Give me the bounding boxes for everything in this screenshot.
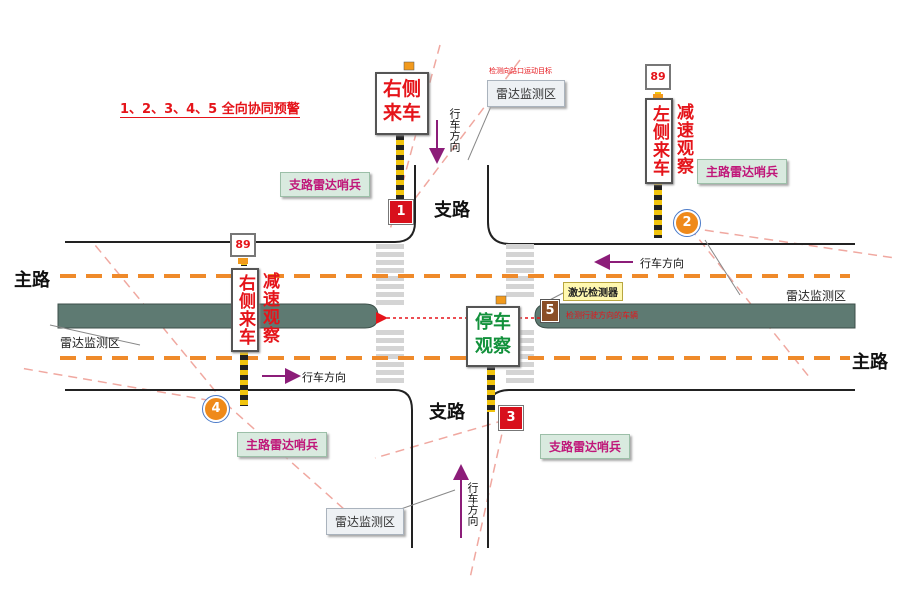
direction-label-bottom: 行车方向	[466, 482, 479, 526]
main-road-label-left: 主路	[14, 270, 50, 291]
radar-zone-right: 雷达监测区	[786, 289, 847, 303]
sign-left-a-text: 右侧来车	[235, 274, 255, 346]
direction-label-left: 行车方向	[302, 371, 346, 384]
sign-top-branch-text: 右侧来车	[382, 78, 421, 124]
sign-bottom-branch: 停车观察	[466, 306, 520, 367]
beacon-left	[238, 258, 248, 264]
branch-road-label-bottom: 支路	[429, 402, 465, 423]
sign-left-a: 右侧来车	[231, 268, 259, 352]
sentinel-label-1: 支路雷达哨兵	[280, 172, 371, 197]
radar-zone-top: 雷达监测区	[487, 80, 566, 107]
sign-right-b-text: 减速观察	[673, 103, 693, 175]
travel-arrows	[262, 120, 633, 538]
sign-right-b: 减速观察	[672, 98, 694, 180]
sentinel-label-2: 主路雷达哨兵	[697, 159, 788, 184]
branch-road-label-top: 支路	[434, 200, 470, 221]
main-road-label-right: 主路	[852, 352, 888, 373]
pole-right	[654, 180, 662, 238]
lane-dashes	[60, 274, 850, 360]
marker-1: 1	[388, 199, 414, 225]
beacon-top	[403, 61, 415, 71]
pole-left	[240, 350, 248, 406]
sentinel-label-4: 主路雷达哨兵	[237, 432, 328, 457]
beacon-right	[653, 94, 663, 100]
marker-4: 4	[202, 395, 230, 423]
laser-detector-label: 激光检测器	[563, 282, 623, 301]
pole-top	[396, 130, 404, 200]
speed-value-right: 89	[650, 70, 666, 83]
speed-sign-right: 89	[645, 64, 671, 90]
sign-left-b: 减速观察	[258, 268, 280, 348]
marker-5: 5	[540, 299, 560, 323]
crosswalks	[376, 244, 534, 383]
radar-zone-top-note: 检测向路口运动目标	[489, 67, 552, 75]
sign-left-b-text: 减速观察	[259, 272, 279, 344]
page-title: 1、2、3、4、5 全向协同预警	[120, 98, 300, 118]
speed-sign-left: 89	[230, 233, 256, 257]
sign-bottom-branch-text: 停车观察	[475, 312, 511, 357]
radar-zone-left: 雷达监测区	[60, 336, 121, 350]
direction-label-right: 行车方向	[640, 257, 684, 270]
direction-label-top: 行车方向	[448, 108, 461, 152]
title-text: 1、2、3、4、5 全向协同预警	[120, 102, 300, 117]
radar-zone-bottom: 雷达监测区	[326, 508, 405, 535]
marker-2: 2	[673, 209, 701, 237]
sign-right-a: 左侧来车	[645, 98, 673, 184]
sign-right-a-text: 左侧来车	[649, 105, 669, 177]
median-strips	[57, 303, 856, 329]
sign-top-branch: 右侧来车	[375, 72, 429, 135]
sentinel-label-3: 支路雷达哨兵	[540, 434, 631, 459]
pole-bottom	[487, 362, 495, 412]
beacon-bottom	[495, 295, 507, 305]
speed-value-left: 89	[235, 238, 251, 251]
marker-3: 3	[498, 405, 524, 431]
laser-detector-note: 检测行驶方向的车辆	[566, 311, 638, 320]
